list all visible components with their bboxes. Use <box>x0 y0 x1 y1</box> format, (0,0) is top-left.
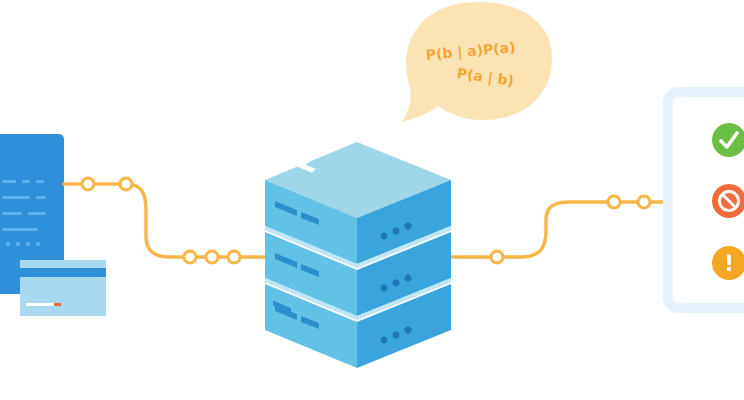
check-icon <box>712 123 744 157</box>
formula-denominator: P(a | b) <box>456 66 515 90</box>
connector-node <box>636 194 652 210</box>
ml-server: ML <box>257 128 452 368</box>
server-slots <box>275 201 319 329</box>
connector-node <box>118 176 134 192</box>
connector-nodes <box>80 176 652 265</box>
device-code-lines <box>2 180 46 246</box>
input-device <box>0 134 106 316</box>
connector-node <box>204 249 220 265</box>
server-tier-top <box>265 180 451 264</box>
left-connector <box>62 182 270 259</box>
tier-separators <box>264 226 452 321</box>
server-top-face <box>265 142 451 218</box>
server-tier-middle <box>265 232 451 316</box>
connector-node <box>80 176 96 192</box>
speech-bubble: P(b | a)P(a) P(a | b) <box>402 2 552 122</box>
connector-node <box>489 249 505 265</box>
connector-node <box>226 249 242 265</box>
server-indicator-dots <box>380 222 412 344</box>
connector-node <box>606 194 622 210</box>
results-panel: ! <box>663 87 744 313</box>
blocked-icon <box>712 184 744 218</box>
exclamation-glyph: ! <box>724 252 734 277</box>
formula-numerator: P(b | a)P(a) <box>425 40 516 64</box>
connector-node <box>182 249 198 265</box>
bubble-shape <box>402 2 552 122</box>
credit-card <box>20 260 106 316</box>
right-connector <box>448 200 670 259</box>
exclamation-icon: ! <box>712 246 744 280</box>
